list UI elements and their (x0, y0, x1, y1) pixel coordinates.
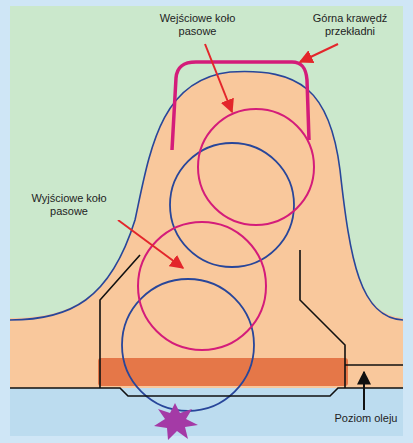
level-label: Poziom oleju (328, 412, 404, 425)
part-label: Górna krawędź przekładni (300, 12, 400, 38)
part-label: Wyjściowe koło pasowe (14, 190, 124, 220)
part-label: Wejściowe koło pasowe (150, 12, 245, 38)
